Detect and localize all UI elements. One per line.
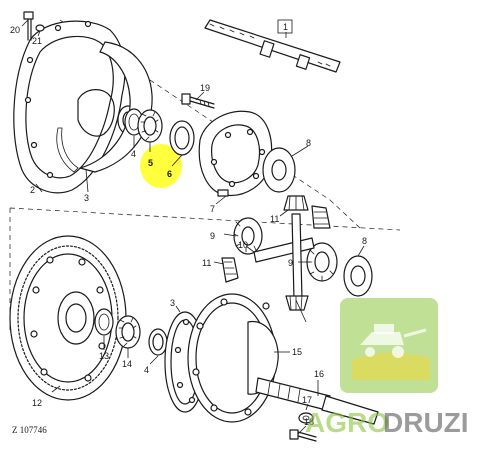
pinion-gear-right — [311, 205, 331, 229]
callout-21: 21 — [32, 36, 42, 46]
callout-13: 13 — [99, 351, 109, 361]
roller-bearing-top — [137, 109, 163, 143]
output-shaft — [255, 377, 379, 425]
callout-16: 16 — [314, 369, 324, 379]
reference-code: Z 107746 — [12, 425, 47, 435]
bolt-bottom — [289, 429, 317, 442]
combine-harvester-icon — [340, 298, 438, 393]
callout-20: 20 — [10, 25, 20, 35]
cross-shaft — [253, 213, 315, 301]
callout-8-bottom: 8 — [362, 236, 367, 246]
callout-18: 18 — [304, 417, 314, 427]
thrust-washer-bottom — [343, 255, 373, 297]
input-shaft — [204, 19, 341, 73]
leader-lines — [21, 19, 365, 435]
callout-labels: 1 2 3 4 5 6 7 8 8 9 9 10 11 11 12 13 14 … — [10, 22, 367, 427]
callout-11-top: 11 — [270, 214, 279, 224]
part-1-box — [277, 19, 293, 34]
callout-9-left: 9 — [210, 231, 215, 241]
callout-15: 15 — [292, 347, 302, 357]
brand-watermark: AGRO DRUZI — [305, 298, 469, 438]
callout-8-top: 8 — [306, 138, 311, 148]
callout-14: 14 — [122, 359, 132, 369]
callout-12: 12 — [32, 398, 42, 408]
callout-4-bottom: 4 — [144, 365, 149, 375]
screw-top-left — [23, 11, 34, 41]
ring-gear — [9, 235, 127, 401]
callout-5: 5 — [148, 158, 153, 168]
callout-11-left: 11 — [202, 258, 211, 268]
retaining-ring — [148, 328, 168, 356]
callout-7: 7 — [210, 204, 215, 214]
differential-housing — [13, 20, 139, 194]
washer-small — [298, 412, 314, 424]
callout-4-top: 4 — [131, 149, 136, 159]
differential-case — [198, 110, 273, 197]
bushing-top-left — [35, 24, 45, 32]
callout-1: 1 — [283, 22, 288, 32]
callout-6: 6 — [167, 169, 172, 179]
callout-2: 2 — [30, 185, 35, 195]
pinion-gear-left — [221, 257, 239, 283]
callout-9-right: 9 — [288, 258, 293, 268]
callout-3-top: 3 — [84, 193, 89, 203]
axle-flange-housing — [187, 293, 279, 423]
bolt-top — [181, 93, 215, 109]
callout-3-bottom: 3 — [170, 298, 175, 308]
thrust-washer-top — [262, 147, 296, 193]
roller-bearing-bottom — [115, 315, 141, 349]
watermark-druzi: DRUZI — [383, 407, 469, 438]
callout-highlight — [140, 144, 182, 188]
callout-19: 19 — [200, 83, 210, 93]
bearing-cup-bottom — [94, 308, 114, 336]
seal-ring — [169, 120, 195, 156]
pinion-gear-top — [283, 195, 309, 211]
callout-10: 10 — [238, 240, 248, 250]
watermark-agro: AGRO — [305, 407, 389, 438]
side-gear-upper — [233, 217, 263, 255]
callout-17: 17 — [302, 395, 312, 405]
